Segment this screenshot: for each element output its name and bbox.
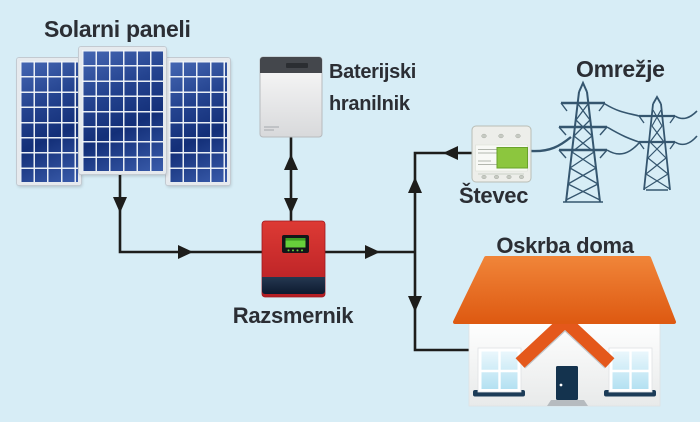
arrow-meter-left xyxy=(443,146,458,160)
transmission-tower-left-icon xyxy=(558,80,608,203)
catenary-wire xyxy=(606,126,640,143)
grid-label: Omrežje xyxy=(576,56,665,82)
meter-screws-top xyxy=(481,133,521,139)
catenary-wire xyxy=(606,142,640,155)
battery-storage-label: Baterijski hranilnik xyxy=(329,61,417,115)
house-icon xyxy=(453,256,676,407)
solar-panel-left-icon xyxy=(17,58,81,185)
inverter-bottom-band xyxy=(262,277,325,294)
inverter-display xyxy=(282,235,309,253)
arrow-panels-down xyxy=(113,197,127,213)
catenary-wire xyxy=(604,103,640,117)
meter-screws-bottom xyxy=(481,175,524,179)
arrow-junction-up xyxy=(408,177,422,193)
house-window-left xyxy=(473,347,525,397)
inverter-icon xyxy=(261,220,326,298)
battery-storage-icon xyxy=(259,56,323,138)
home-supply-label: Oskrba doma xyxy=(496,233,634,258)
arrow-battery-up xyxy=(284,154,298,170)
solar-panel-center-icon xyxy=(79,47,166,174)
catenary-wire xyxy=(674,135,698,146)
solar-panels-label: Solarni paneli xyxy=(44,16,191,42)
arrow-inverter-right xyxy=(365,245,380,259)
house-window-right xyxy=(604,347,656,397)
meter-label: Števec xyxy=(459,183,529,208)
flow-arrowheads xyxy=(113,146,458,312)
catenary-wire xyxy=(674,110,698,120)
grid-wires xyxy=(530,103,698,155)
inverter-label: Razsmernik xyxy=(232,303,354,328)
arrow-house-down xyxy=(408,296,422,312)
house-door xyxy=(556,366,578,400)
wire-meter-to-tower xyxy=(530,136,572,153)
arrow-panels-right xyxy=(178,245,193,259)
battery-vent xyxy=(286,63,308,68)
transmission-tower-right-icon xyxy=(638,95,676,191)
meter-display-green xyxy=(496,147,528,169)
battery-label-lines xyxy=(264,126,279,131)
house-step xyxy=(547,400,588,406)
house-roof xyxy=(453,256,676,324)
meter-icon xyxy=(471,125,532,183)
meter-text-lines xyxy=(478,148,498,166)
arrow-inverter-down xyxy=(284,198,298,214)
solar-panel-right-icon xyxy=(166,58,230,185)
